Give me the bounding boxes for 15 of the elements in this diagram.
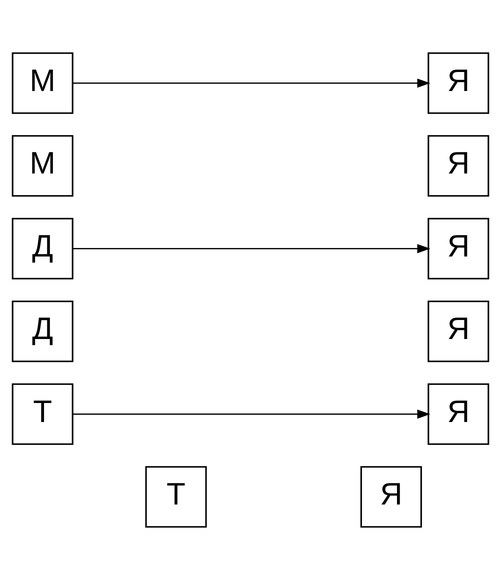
node-box: Я (360, 466, 422, 528)
node-box: М (12, 135, 74, 197)
arrow (72, 410, 430, 419)
node-box: Я (428, 300, 490, 362)
node-box: Я (428, 383, 490, 445)
node-box: Д (12, 218, 74, 280)
node-box: Т (145, 466, 207, 528)
node-box: Д (12, 300, 74, 362)
node-box: Я (428, 135, 490, 197)
node-box: М (12, 52, 74, 114)
node-box: Я (428, 218, 490, 280)
node-box: Я (428, 52, 490, 114)
arrow (72, 78, 430, 88)
arrow (72, 244, 430, 254)
node-box: Т (12, 383, 74, 445)
